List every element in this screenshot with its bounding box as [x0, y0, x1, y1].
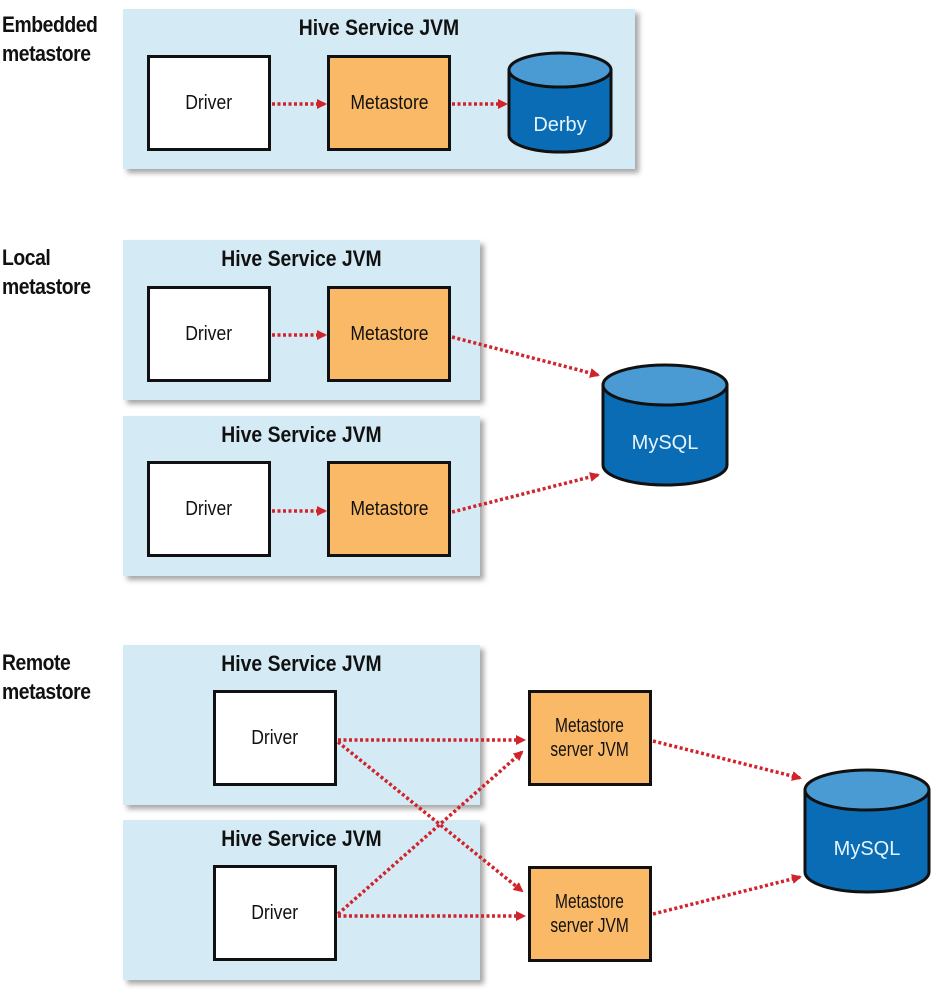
- arrow-driver-to-metastore-server: [336, 750, 524, 916]
- mysql-label: MySQL: [632, 432, 699, 454]
- jvm-title: Hive Service JVM: [221, 826, 382, 851]
- derby-label: Derby: [533, 114, 586, 136]
- driver-box: Driver: [147, 286, 271, 382]
- arrow-driver-to-metastore-server: [336, 740, 524, 893]
- remote-metastore-label: Remote metastore: [2, 650, 91, 704]
- derby-database-icon: Derby: [507, 51, 613, 154]
- jvm-title: Hive Service JVM: [298, 15, 460, 40]
- arrow-metastore-to-mysql: [451, 335, 600, 378]
- arrow-metastore-server-to-mysql: [652, 739, 802, 781]
- driver-box: Driver: [213, 865, 337, 961]
- driver-box: Driver: [147, 461, 271, 557]
- arrow-metastore-server-to-mysql: [652, 874, 802, 916]
- metastore-box: Metastore: [327, 55, 451, 151]
- jvm-title: Hive Service JVM: [221, 246, 382, 271]
- metastore-box: Metastore: [327, 461, 451, 557]
- driver-box: Driver: [147, 55, 271, 151]
- mysql-database-icon: MySQL: [803, 768, 931, 894]
- embedded-metastore-label: Embedded metastore: [2, 12, 98, 66]
- local-metastore-label: Local metastore: [2, 245, 91, 299]
- mysql-database-icon: MySQL: [601, 363, 729, 487]
- jvm-title: Hive Service JVM: [221, 422, 382, 447]
- jvm-title: Hive Service JVM: [221, 651, 382, 676]
- mysql-label: MySQL: [834, 838, 901, 860]
- metastore-box: Metastore: [327, 286, 451, 382]
- driver-box: Driver: [213, 690, 337, 786]
- arrow-metastore-to-mysql: [451, 472, 600, 514]
